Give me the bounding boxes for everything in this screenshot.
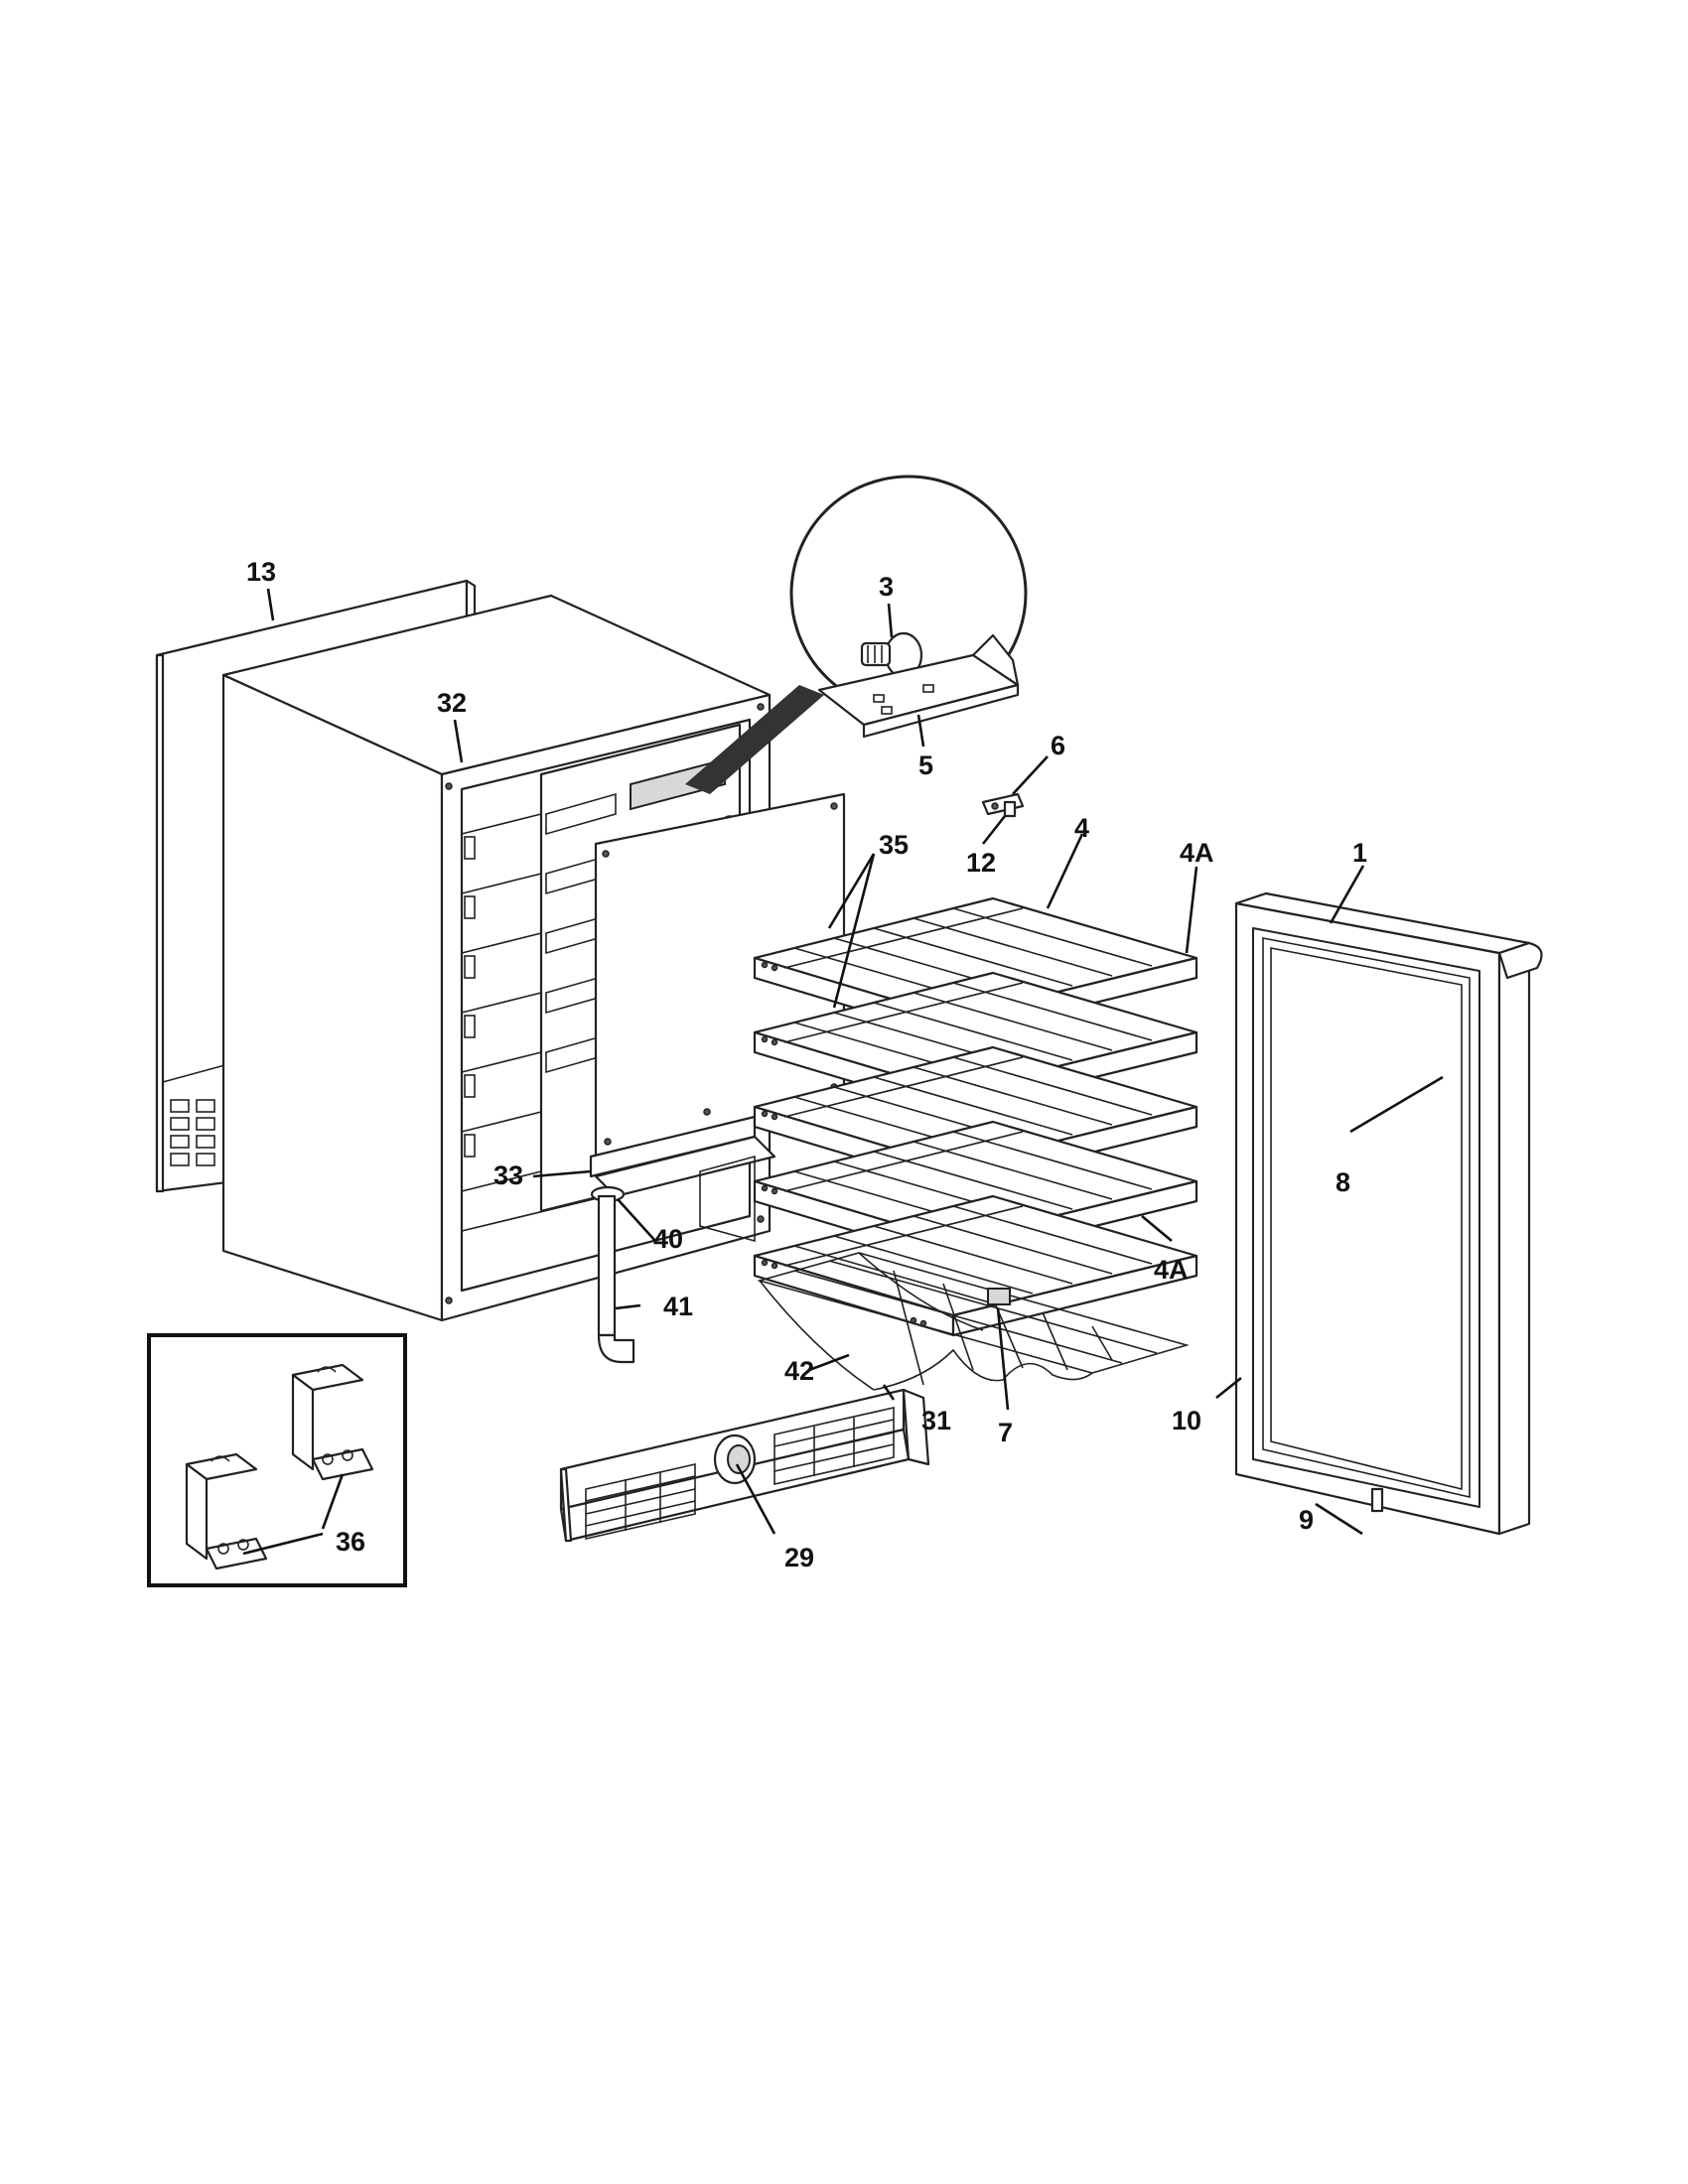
callout-5: 5 <box>918 751 933 780</box>
toe-grille <box>559 1388 930 1543</box>
callout-31: 31 <box>921 1406 951 1435</box>
callout-36: 36 <box>336 1527 365 1557</box>
callout-8: 8 <box>1336 1167 1350 1197</box>
callout-3: 3 <box>879 572 894 602</box>
callout-4a-bottom: 4A <box>1154 1255 1189 1285</box>
bracket-inset <box>147 1333 407 1587</box>
callout-29: 29 <box>784 1543 814 1572</box>
callout-35: 35 <box>879 830 909 860</box>
lamp-detail-inset <box>789 475 1028 739</box>
callout-9: 9 <box>1299 1505 1314 1535</box>
callout-6: 6 <box>1051 731 1065 760</box>
mounting-bracket-front <box>185 1452 268 1570</box>
callout-labels: 13 32 3 5 6 12 35 4 4A 1 8 33 40 41 4A 4… <box>246 557 1367 1572</box>
thermostat-knob <box>713 1433 757 1485</box>
callout-41: 41 <box>663 1292 693 1321</box>
callout-42: 42 <box>784 1356 814 1386</box>
callout-40: 40 <box>653 1224 683 1254</box>
mounting-bracket-rear <box>291 1363 374 1481</box>
light-cover <box>817 633 1020 739</box>
light-bulb <box>860 631 923 679</box>
callout-4: 4 <box>1074 813 1089 843</box>
leader-lines <box>242 588 1444 1556</box>
callout-33: 33 <box>493 1160 523 1190</box>
rack-clip <box>987 1288 1011 1305</box>
drain-assembly <box>589 1115 776 1364</box>
callout-4a-top: 4A <box>1180 838 1214 868</box>
wire-bottle-rack <box>757 1252 1190 1391</box>
detail-pointer <box>685 685 824 794</box>
callout-10: 10 <box>1172 1406 1201 1435</box>
callout-7: 7 <box>998 1418 1013 1447</box>
door-hinge <box>981 792 1025 818</box>
door-assembly <box>1234 891 1543 1536</box>
callout-13: 13 <box>246 557 276 587</box>
callout-32: 32 <box>437 688 467 718</box>
callout-12: 12 <box>966 848 996 878</box>
wine-shelves <box>753 896 1198 1337</box>
callout-1: 1 <box>1352 838 1367 868</box>
